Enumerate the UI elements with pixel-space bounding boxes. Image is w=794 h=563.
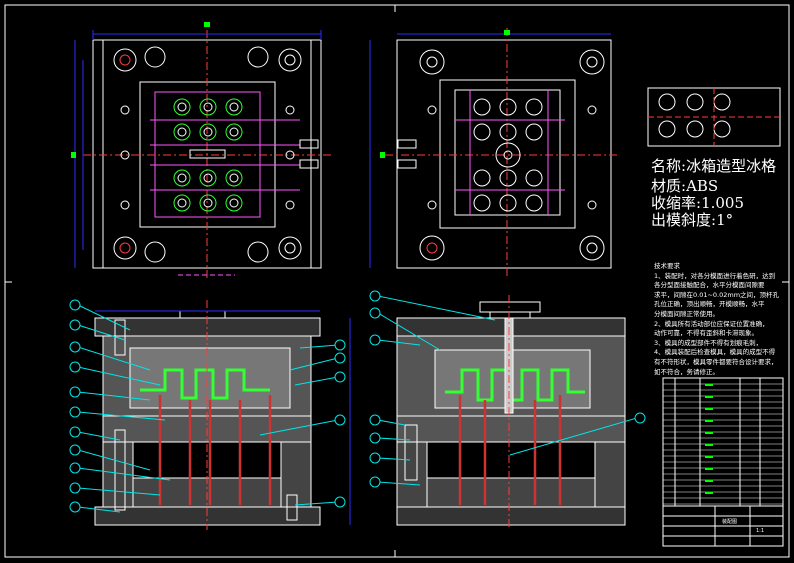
section-view-a — [69, 299, 351, 530]
shrink-line: 收缩率:1.005 — [651, 192, 744, 213]
tech-line: 各分型面接触配合，水平分模面间隙要 — [654, 281, 765, 290]
material-value: ABS — [686, 177, 719, 195]
title-block — [662, 505, 784, 547]
parts-list — [662, 377, 784, 507]
plan-view-moving-half — [369, 28, 620, 278]
tech-line: 技术要求 — [654, 262, 680, 270]
title-block-drawing-title: 装配图 — [722, 519, 738, 525]
tech-line: 2、模具所有活动部位应保证位置准确， — [654, 319, 769, 328]
shrink-label: 收缩率: — [651, 194, 702, 212]
sheet-border — [4, 4, 790, 558]
draft-value: 1° — [716, 211, 734, 229]
tech-line: 动作可靠，不得有歪斜和卡滞现象。 — [654, 329, 758, 338]
tech-requirements: 技术要求 1、装配时，对各分模面进行着色研，达到 各分型面接触配合，水平分模面间… — [654, 262, 789, 377]
part-name-value: 冰箱造型冰格 — [686, 157, 777, 175]
tech-line: 有不符形状，模具零件都要符合设计要求， — [654, 357, 778, 366]
material-label: 材质: — [651, 177, 687, 195]
tech-line: 求平，间隙在0.01~0.02mm之间，顶杆孔 — [654, 290, 780, 299]
tech-line: 分模面间隙正常使用。 — [654, 309, 719, 318]
material-line: 材质:ABS — [651, 175, 718, 196]
shrink-value: 1.005 — [701, 194, 745, 212]
plan-view-fixed-half — [71, 22, 331, 278]
part-view — [647, 87, 781, 147]
tech-line: 如不符合，务请修正。 — [654, 367, 719, 376]
part-name-label: 名称: — [651, 157, 687, 175]
part-name-line: 名称:冰箱造型冰格 — [651, 155, 776, 176]
draft-line: 出模斜度:1° — [651, 209, 733, 230]
tech-line: 4、模具装配后检查模具，模具的成型不得 — [654, 348, 776, 357]
draft-label: 出模斜度: — [651, 211, 717, 229]
tech-line: 孔位正确，顶出顺畅，开模顺畅，水平 — [654, 300, 765, 309]
section-view-b — [369, 290, 646, 530]
tech-line: 3、模具的成型部件不得有划痕毛刺， — [654, 338, 763, 347]
tech-line: 1、装配时，对各分模面进行着色研，达到 — [654, 271, 776, 280]
title-block-scale: 1:1 — [756, 528, 765, 534]
